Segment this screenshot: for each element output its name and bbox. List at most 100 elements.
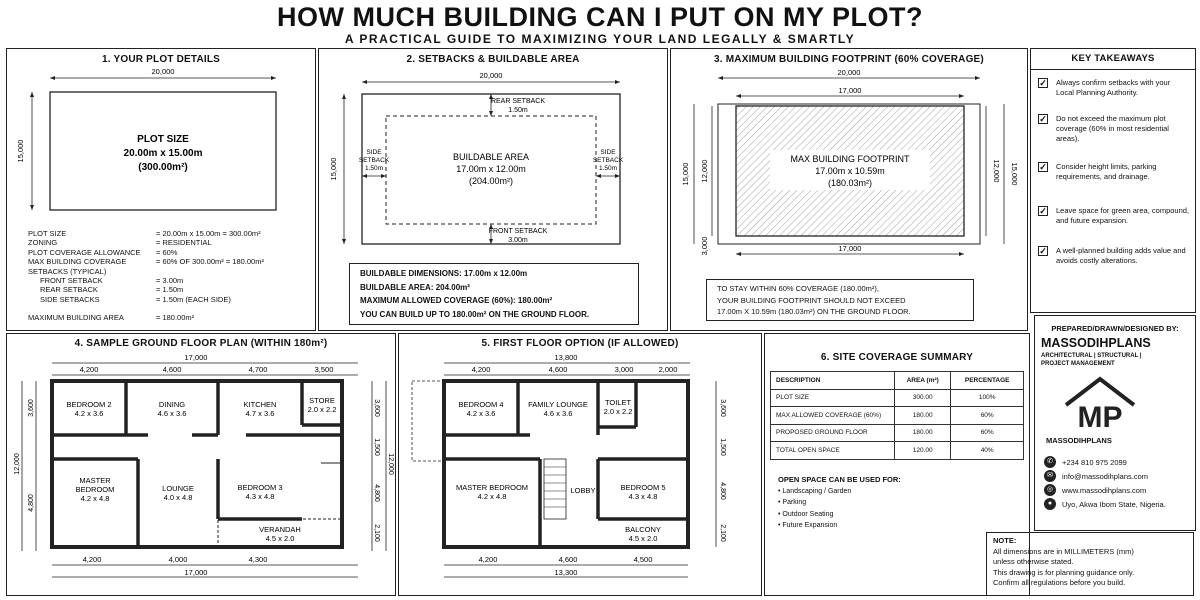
page-subtitle: A PRACTICAL GUIDE TO MAXIMIZING YOUR LAN… <box>344 32 856 46</box>
logo-letters: MP <box>1078 401 1123 434</box>
buildable-area-value: (204.00m²) <box>469 176 513 186</box>
note-title: NOTE: <box>993 536 1017 545</box>
rear-setback-value: 1.50m <box>508 107 528 114</box>
side-setback-right: SIDE <box>600 149 616 156</box>
room-name: BEDROOM <box>76 485 115 494</box>
room-name: KITCHEN <box>244 400 277 409</box>
panel-title: 1. YOUR PLOT DETAILS <box>101 54 221 65</box>
footprint-drawing: 20,000 17,000 MAX BUILDING FOOTPRINT 17.… <box>681 68 1019 256</box>
spec-row: REAR SETBACK = 1.50m <box>28 285 308 294</box>
dim-bottom: 4,500 <box>634 555 653 564</box>
coverage-table: DESCRIPTION AREA (m²) PERCENTAGE PLOT SI… <box>770 371 1024 460</box>
spec-value: = 180.00m² <box>156 313 195 323</box>
note-line: YOUR BUILDING FOOTPRINT SHOULD NOT EXCEE… <box>717 295 906 305</box>
table-cell: MAX ALLOWED COVERAGE (60%) <box>770 406 895 425</box>
plot-label: PLOT SIZE <box>137 134 189 145</box>
spec-key: ZONING <box>28 238 58 248</box>
room-name: TOILET <box>605 398 632 407</box>
takeaway-text: Leave space for green area, compound, an… <box>1056 206 1190 225</box>
room-name: VERANDAH <box>259 525 301 534</box>
side-setback-left: 1.50m <box>365 165 383 172</box>
dim-left: 4,800 <box>28 494 35 512</box>
table-cell: 100% <box>950 388 1024 407</box>
room-name: MASTER <box>79 476 111 485</box>
takeaway-item: ✓Do not exceed the maximum plot coverage… <box>1038 114 1190 144</box>
footprint-area-value: (180.03m²) <box>828 178 872 188</box>
spec-key: MAX BUILDING COVERAGE <box>28 257 127 267</box>
room-size: 4.2 x 4.8 <box>81 494 110 503</box>
page-title: HOW MUCH BUILDING CAN I PUT ON MY PLOT? <box>277 2 923 32</box>
dim-left: 3,000 <box>700 237 709 256</box>
note-line: This drawing is for planning guidance on… <box>993 567 1135 577</box>
room-size: 4.7 x 3.6 <box>246 409 275 418</box>
takeaway-text: A well-planned building adds value and a… <box>1056 246 1186 265</box>
dim-top: 4,600 <box>163 365 182 374</box>
ground-floor-plan: 17,000 4,200 4,600 4,700 3,500 4,200 4,0… <box>14 353 394 578</box>
panel-title: 4. SAMPLE GROUND FLOOR PLAN (WITHIN 180m… <box>74 338 328 349</box>
dim-bottom-total: 13,300 <box>555 568 578 577</box>
spec-value: = 1.50m (EACH SIDE) <box>156 294 231 304</box>
footprint-note: TO STAY WITHIN 60% COVERAGE (180.00m²), … <box>706 279 974 321</box>
spec-key: SIDE SETBACKS <box>40 294 100 304</box>
room-name: STORE <box>309 396 335 405</box>
email-icon: ✉ <box>1044 470 1056 482</box>
spec-value: = 1.50m <box>156 285 184 295</box>
room-name: LOUNGE <box>162 484 194 493</box>
dim-top: 4,700 <box>249 365 268 374</box>
setback-drawing: 20,000 15,000 REAR SETBACK 1.50m FRONT S… <box>329 71 624 245</box>
rear-setback-label: REAR SETBACK <box>491 98 545 105</box>
dim-right: 12,000 <box>992 160 1001 183</box>
note-line: TO STAY WITHIN 60% COVERAGE (180.00m²), <box>717 284 879 293</box>
dim-bottom: 4,000 <box>169 555 188 564</box>
front-setback-label: FRONT SETBACK <box>489 228 548 235</box>
spec-key: REAR SETBACK <box>40 285 98 295</box>
contact-phone: ✆+234 810 975 2099 <box>1044 456 1127 468</box>
list-item: • Outdoor Seating <box>778 509 901 521</box>
dim-right: 15,000 <box>1010 163 1019 186</box>
contact-web: ◎www.massodihplans.com <box>1044 484 1146 496</box>
dim-top-total: 13,800 <box>555 353 578 362</box>
spec-key: SETBACKS (TYPICAL) <box>28 266 107 276</box>
room-size: 4.5 x 2.0 <box>266 534 295 543</box>
panel-title: 6. SITE COVERAGE SUMMARY <box>820 352 974 363</box>
contact-address: ●Uyo, Akwa Ibom State, Nigeria. <box>1044 498 1166 510</box>
room-name: BEDROOM 5 <box>620 483 665 492</box>
spec-key: FRONT SETBACK <box>40 276 103 286</box>
plot-boundary <box>49 91 277 211</box>
table-cell: 300.00 <box>893 388 952 407</box>
room-size: 4.2 x 3.6 <box>75 409 104 418</box>
check-icon: ✓ <box>1038 206 1048 216</box>
dim-bottom: 4,300 <box>249 555 268 564</box>
table-cell: PLOT SIZE <box>770 388 895 407</box>
company-name: MASSODIHPLANS <box>1041 336 1151 350</box>
spec-key: PLOT COVERAGE ALLOWANCE <box>28 247 141 257</box>
panel-title: 3. MAXIMUM BUILDING FOOTPRINT (60% COVER… <box>714 54 984 65</box>
spec-row: FRONT SETBACK = 3.00m <box>28 276 308 285</box>
panel-ground-floor: 4. SAMPLE GROUND FLOOR PLAN (WITHIN 180m… <box>6 333 396 596</box>
list-item-text: Outdoor Seating <box>782 510 834 518</box>
note-line: unless otherwise stated. <box>993 557 1074 566</box>
dim-left: 12,000 <box>14 453 21 475</box>
phone-icon: ✆ <box>1044 456 1056 468</box>
spec-row: ZONING = RESIDENTIAL <box>28 238 308 247</box>
table-cell: 180.00 <box>893 423 952 442</box>
takeaway-item: ✓ Leave space for green area, compound, a… <box>1038 206 1190 226</box>
room-name: BEDROOM 3 <box>237 483 282 492</box>
contact-email: ✉info@massodihplans.com <box>1044 470 1148 482</box>
table-cell: 180.00 <box>893 406 952 425</box>
spec-value: = RESIDENTIAL <box>156 238 212 248</box>
table-cell: 60% <box>950 423 1024 442</box>
dim-top: 3,000 <box>615 365 634 374</box>
panel-title: 5. FIRST FLOOR OPTION (IF ALLOWED) <box>481 338 679 349</box>
table-header: DESCRIPTION <box>770 371 895 390</box>
open-space-list: OPEN SPACE CAN BE USED FOR: • Landscapin… <box>778 474 901 532</box>
footprint-size: 17.00m x 10.59m <box>815 166 885 176</box>
spec-row: PLOT SIZE= 20.00m x 15.00m = 300.00m² <box>28 229 308 238</box>
prepared-by: PREPARED/DRAWN/DESIGNED BY: <box>1051 324 1179 333</box>
dim-top: 20,000 <box>152 67 175 76</box>
note-line: BUILDABLE AREA: 204.00m² <box>360 282 470 292</box>
note-line: BUILDABLE DIMENSIONS: 17.00m x 12.00m <box>360 269 528 278</box>
spec-value: = 3.00m <box>156 276 184 286</box>
